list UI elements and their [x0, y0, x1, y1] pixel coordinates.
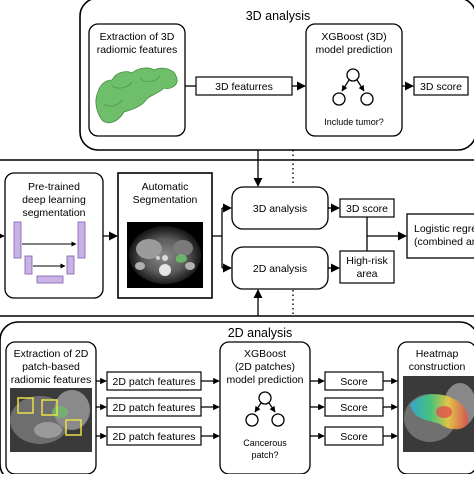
- score-label-2: Score: [340, 402, 368, 414]
- extraction-3d-box: Extraction of 3D radiomic features: [88, 23, 186, 137]
- features-3d-label: 3D featurres: [215, 81, 273, 93]
- pretrained-line2: deep learning: [22, 194, 86, 206]
- logistic-line2: (combined an: [414, 236, 474, 248]
- patch-feature-row-2: 2D patch features: [96, 397, 220, 417]
- patch-feature-row-3: 2D patch features: [96, 426, 220, 446]
- section-middle: Pre-trained deep learning segmentation A…: [0, 150, 474, 317]
- heatmap-box: Heatmap construction: [397, 341, 474, 475]
- decision-2d-line1: Cancerous: [243, 438, 287, 448]
- decision-tree-icon: [332, 68, 374, 106]
- extraction-3d-line1: Extraction of 3D: [100, 31, 175, 43]
- score-3d-top-label: 3D score: [420, 81, 462, 93]
- pretrained-seg-box: Pre-trained deep learning segmentation: [4, 172, 104, 299]
- patch-features-label-3: 2D patch features: [113, 431, 196, 443]
- features-3d-box: 3D featurres: [195, 76, 293, 96]
- autoseg-box: Automatic Segmentation: [117, 172, 213, 299]
- analysis-3d-box: 3D analysis: [231, 186, 329, 230]
- score-3d-box-top: 3D score: [413, 76, 469, 96]
- extraction-2d-line2: patch-based: [22, 361, 80, 373]
- xgb-2d-line1: XGBoost: [244, 348, 286, 360]
- xgb-3d-line1: XGBoost (3D): [321, 31, 386, 43]
- analysis-2d-box: 2D analysis: [231, 246, 329, 290]
- extraction-2d-line3: radiomic features: [11, 374, 92, 386]
- extraction-2d-line1: Extraction of 2D: [14, 348, 89, 360]
- xgb-2d-line3: model prediction: [226, 374, 303, 386]
- patch-features-label-1: 2D patch features: [113, 376, 196, 388]
- pretrained-line3: segmentation: [22, 207, 85, 219]
- decision-3d-label: Include tumor?: [324, 117, 384, 127]
- xgb-3d-line2: model prediction: [315, 44, 392, 56]
- section-3d-analysis: 3D analysis Extraction of 3D radiomic fe…: [79, 0, 474, 151]
- tumor-3d-render: [95, 67, 178, 124]
- extraction-3d-line2: radiomic features: [97, 44, 178, 56]
- score-row-3: Score: [310, 426, 398, 446]
- section-2d-analysis: 2D analysis Extraction of 2D patch-based…: [0, 321, 474, 479]
- pretrained-line1: Pre-trained: [28, 181, 80, 193]
- extraction-2d-box: Extraction of 2D patch-based radiomic fe…: [5, 341, 97, 475]
- score-label-3: Score: [340, 431, 368, 443]
- patch-box-1: [17, 397, 34, 414]
- score-label-1: Score: [340, 376, 368, 388]
- analysis-2d-label: 2D analysis: [253, 263, 307, 275]
- high-risk-line1: High-risk: [346, 255, 388, 267]
- section-3d-title: 3D analysis: [246, 9, 311, 23]
- patch-feature-row-1: 2D patch features: [96, 371, 220, 391]
- score-row-1: Score: [310, 371, 398, 391]
- score-3d-box-middle: 3D score: [339, 198, 395, 218]
- autoseg-line1: Automatic: [142, 181, 189, 193]
- high-risk-area-box: High-risk area: [339, 250, 395, 284]
- ct-scan-image: [127, 222, 203, 288]
- decision-2d-line2: patch?: [251, 450, 278, 460]
- patch-features-label-2: 2D patch features: [113, 402, 196, 414]
- decision-tree-icon-2d: [245, 391, 285, 427]
- high-risk-line2: area: [356, 268, 377, 280]
- patch-box-2: [41, 399, 58, 416]
- xgb-2d-box: XGBoost (2D patches) model prediction Ca…: [219, 341, 311, 475]
- logistic-regression-box: Logistic regre (combined an: [406, 213, 474, 259]
- score-row-2: Score: [310, 397, 398, 417]
- heatmap-image: [403, 376, 474, 452]
- heatmap-line2: construction: [409, 361, 466, 373]
- ct-patch-image: [10, 388, 92, 452]
- xgb-3d-box: XGBoost (3D) model prediction Include tu…: [305, 23, 403, 137]
- analysis-3d-label: 3D analysis: [253, 203, 307, 215]
- patch-box-3: [65, 419, 82, 436]
- logistic-line1: Logistic regre: [414, 223, 474, 235]
- score-3d-middle-label: 3D score: [346, 203, 388, 215]
- section-2d-title: 2D analysis: [228, 326, 293, 340]
- xgb-2d-line2: (2D patches): [235, 361, 295, 373]
- autoseg-line2: Segmentation: [133, 194, 198, 206]
- unet-icon: [13, 221, 86, 284]
- heatmap-line1: Heatmap: [416, 348, 459, 360]
